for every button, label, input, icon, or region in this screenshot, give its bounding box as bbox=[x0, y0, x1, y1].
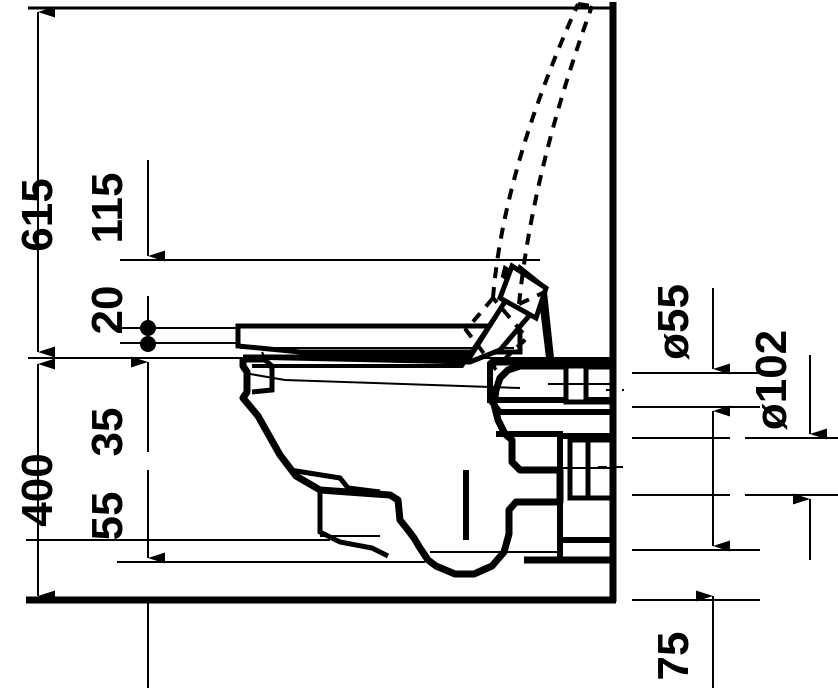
dimension-dot-upper bbox=[140, 320, 156, 336]
label-dia102: ø102 bbox=[747, 330, 796, 430]
label-55: 55 bbox=[83, 492, 132, 541]
label-115: 115 bbox=[83, 173, 132, 244]
label-dia55: ø55 bbox=[649, 284, 698, 360]
dimension-labels: 615 400 115 20 35 55 ø55 ø102 75 bbox=[13, 173, 796, 681]
label-75: 75 bbox=[649, 632, 698, 681]
toilet-bowl bbox=[239, 357, 612, 578]
lid-open-ghost-outline bbox=[463, 2, 594, 371]
outlet-sleeve-lower bbox=[540, 437, 612, 501]
label-20: 20 bbox=[83, 286, 132, 335]
label-615: 615 bbox=[13, 178, 62, 251]
dimension-dot-lower bbox=[140, 336, 156, 352]
outlet-sleeve-upper bbox=[548, 363, 612, 405]
label-400: 400 bbox=[13, 453, 62, 526]
label-35: 35 bbox=[83, 408, 132, 457]
